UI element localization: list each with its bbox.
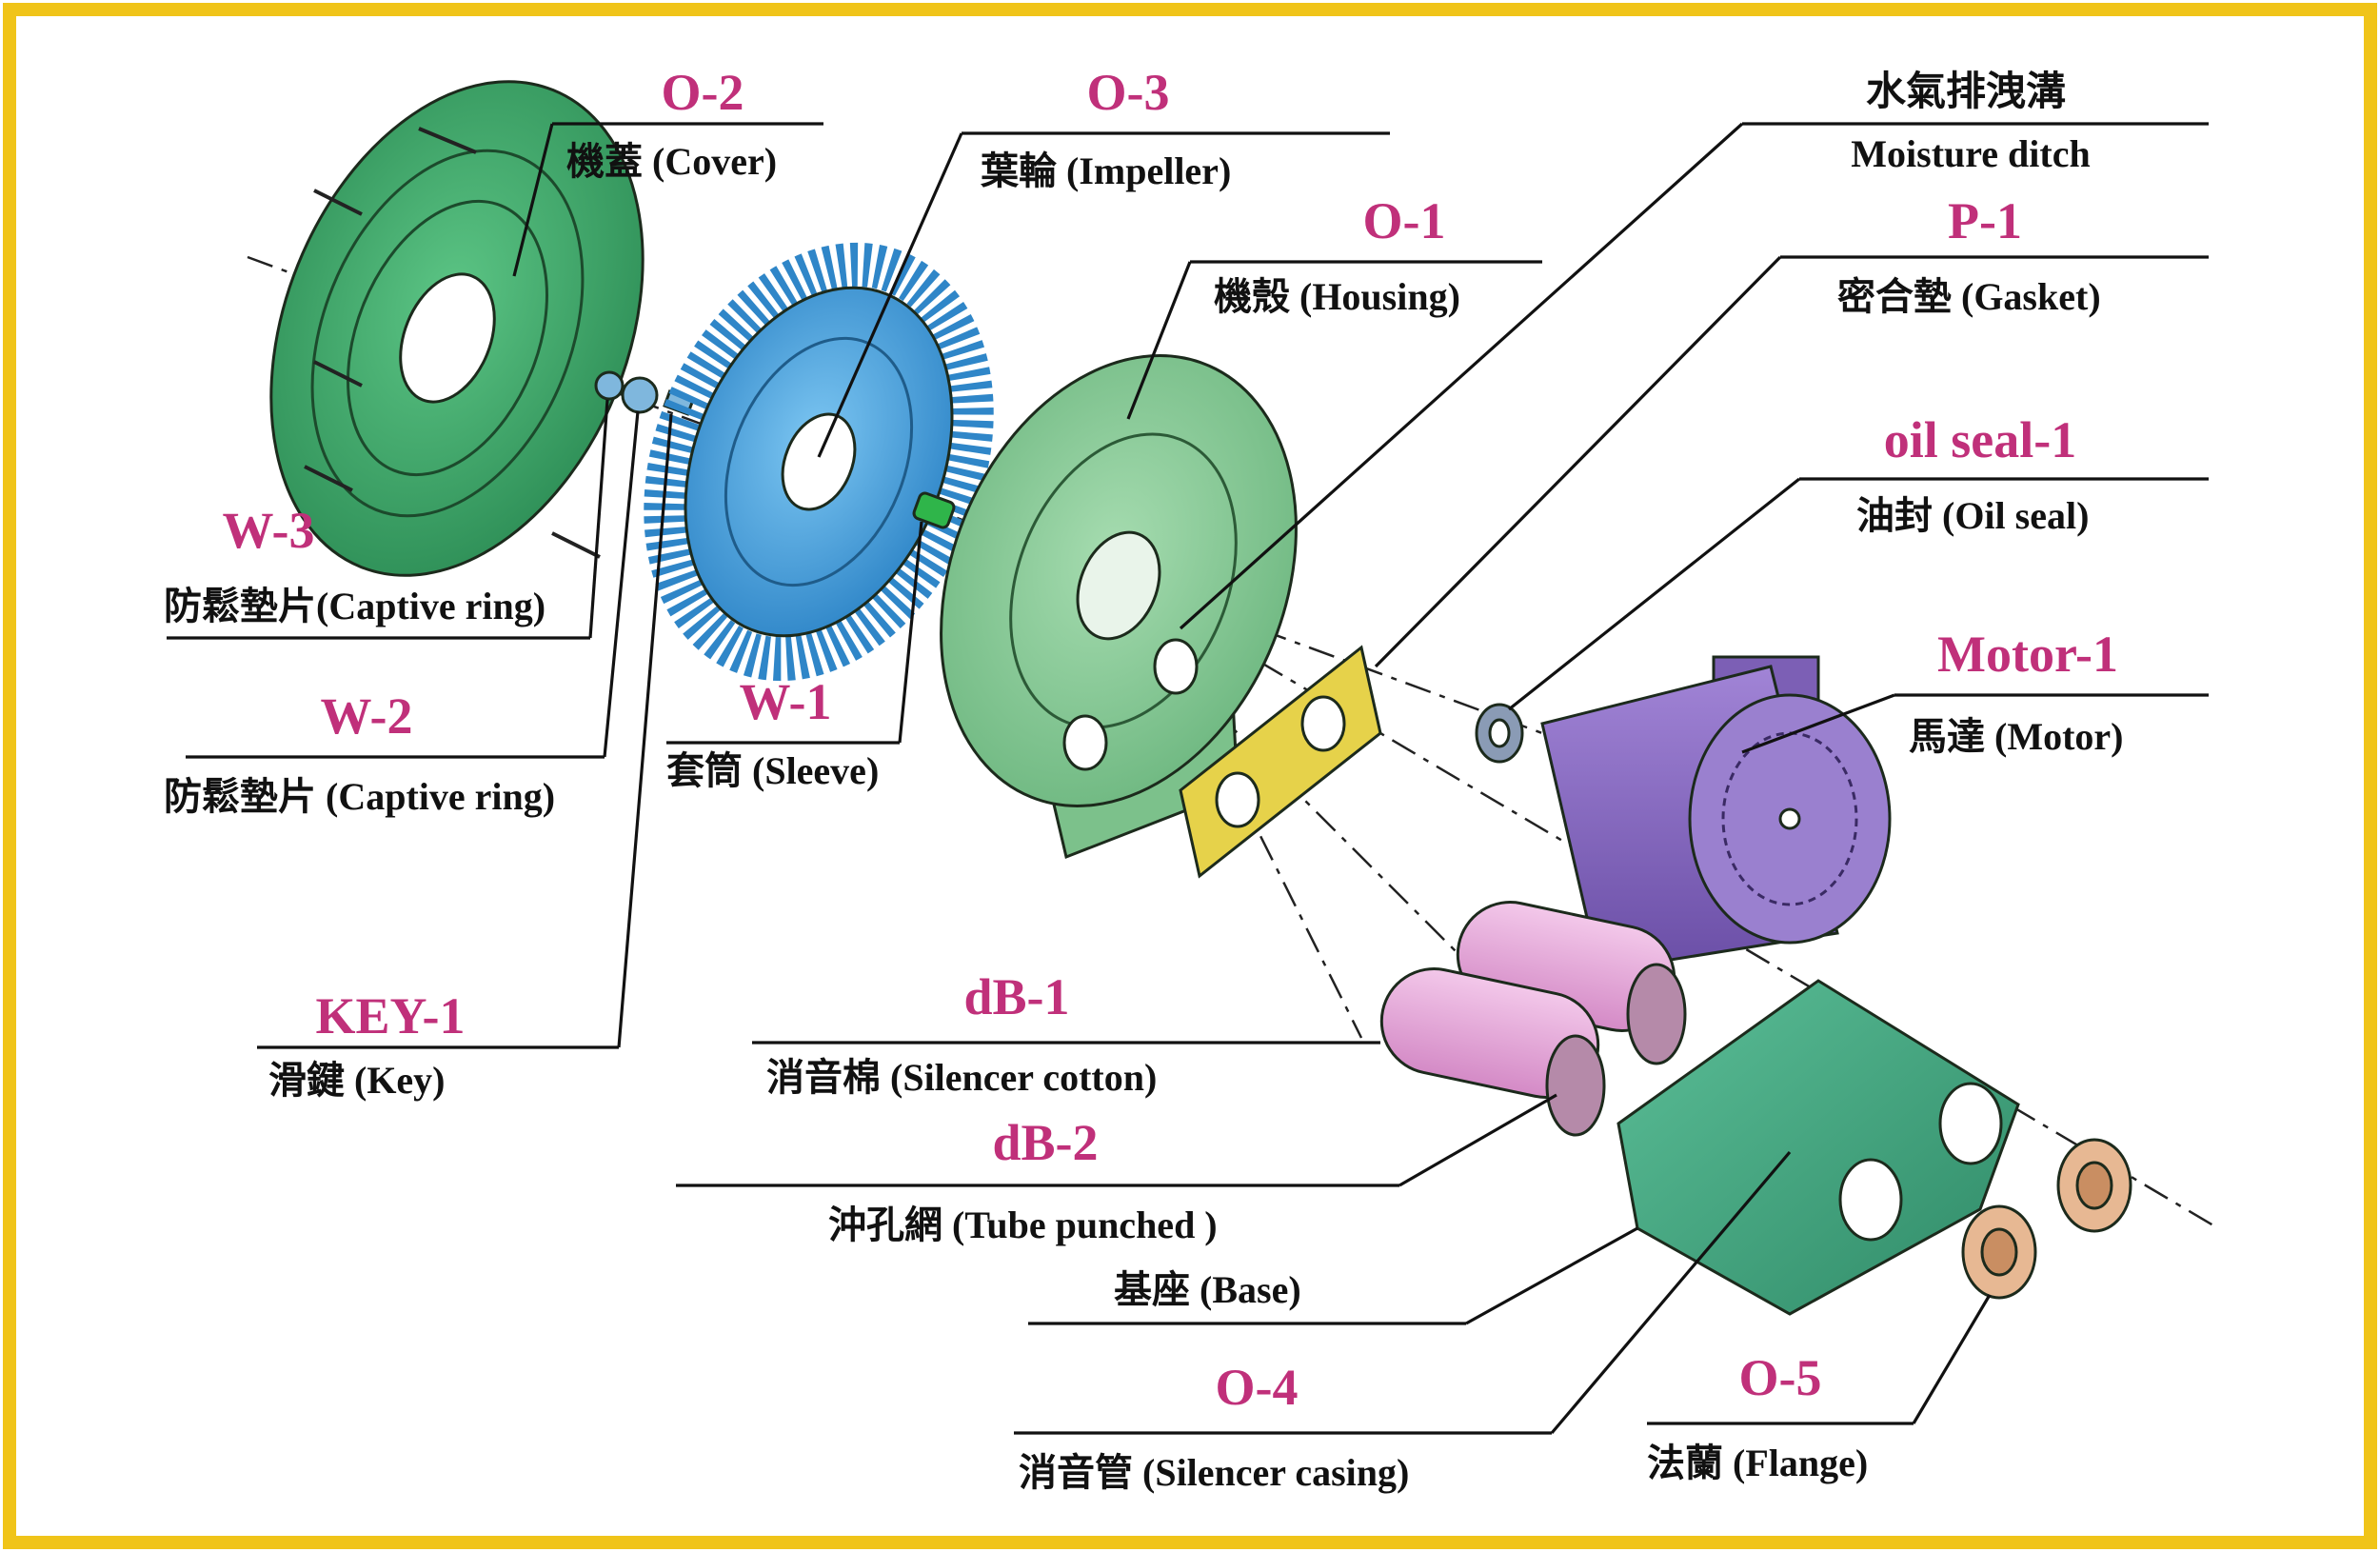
label-o3: O-3 葉輪 (Impeller) — [817, 64, 1390, 458]
label-w3-code: W-3 — [223, 502, 315, 559]
silencer-casing-part — [1616, 979, 2020, 1316]
cover-part — [269, 80, 645, 577]
label-key1: KEY-1 滑鍵 (Key) — [257, 413, 673, 1102]
label-p1-desc: 密合墊 (Gasket) — [1837, 275, 2101, 318]
label-o5: O-5 法蘭 (Flange) — [1647, 1294, 1992, 1484]
label-moisture-ditch-zh: 水氣排洩溝 — [1866, 70, 2066, 114]
label-db1: dB-1 消音棉 (Silencer cotton) — [752, 968, 1380, 1099]
label-oil-seal-code: oil seal-1 — [1884, 411, 2076, 468]
assembly-axis-lower — [1170, 607, 2219, 1230]
cover-bolts — [304, 127, 601, 559]
impeller-part — [644, 242, 994, 682]
label-db2: dB-2 沖孔網 (Tube punched ) — [676, 1093, 1557, 1246]
label-db2-code: dB-2 — [992, 1114, 1098, 1171]
label-o3-desc: 葉輪 (Impeller) — [980, 149, 1231, 192]
flange-parts — [1961, 1138, 2132, 1300]
label-base: 基座 (Base) — [1028, 1226, 1638, 1325]
label-o3-code: O-3 — [1087, 64, 1170, 121]
label-w1-code: W-1 — [740, 673, 832, 730]
label-o1-code: O-1 — [1363, 192, 1446, 249]
label-moisture-ditch-en: Moisture ditch — [1851, 132, 2090, 175]
label-o5-desc: 法蘭 (Flange) — [1647, 1442, 1868, 1484]
captive-ring-w2 — [621, 376, 659, 414]
label-motor-desc: 馬達 (Motor) — [1909, 715, 2123, 758]
label-o2-desc: 機蓋 (Cover) — [566, 140, 777, 183]
label-w2-desc: 防鬆墊片 (Captive ring) — [164, 775, 555, 818]
oil-seal-part — [1475, 703, 1524, 764]
label-w1: W-1 套筒 (Sleeve) — [666, 521, 923, 792]
label-db2-desc: 沖孔網 (Tube punched ) — [828, 1204, 1218, 1246]
label-base-desc: 基座 (Base) — [1114, 1268, 1301, 1311]
label-moisture-ditch: 水氣排洩溝 Moisture ditch — [1179, 70, 2209, 630]
assembly-axis-silencer-2 — [1236, 789, 1363, 1039]
silencer-cotton-tubes — [1379, 901, 1687, 1137]
label-key1-code: KEY-1 — [315, 987, 465, 1045]
label-p1-code: P-1 — [1948, 192, 2022, 249]
label-o5-code: O-5 — [1739, 1349, 1822, 1406]
sleeve-part — [912, 491, 956, 529]
captive-ring-w3 — [594, 370, 625, 401]
label-w1-desc: 套筒 (Sleeve) — [666, 749, 879, 792]
label-o4-code: O-4 — [1216, 1359, 1299, 1416]
gasket-part — [1179, 645, 1382, 879]
housing-part — [940, 354, 1298, 860]
label-db1-desc: 消音棉 (Silencer cotton) — [766, 1056, 1157, 1099]
label-o2-code: O-2 — [662, 64, 744, 121]
label-motor: Motor-1 馬達 (Motor) — [1741, 626, 2209, 758]
label-p1: P-1 密合墊 (Gasket) — [1374, 192, 2209, 668]
label-oil-seal: oil seal-1 油封 (Oil seal) — [1508, 411, 2209, 711]
label-o1-desc: 機殼 (Housing) — [1214, 275, 1460, 318]
label-oil-seal-desc: 油封 (Oil seal) — [1856, 494, 2089, 537]
label-db1-code: dB-1 — [963, 968, 1069, 1025]
label-w2-code: W-2 — [321, 687, 413, 745]
label-o4-desc: 消音管 (Silencer casing) — [1019, 1451, 1409, 1494]
label-w3: W-3 防鬆墊片(Captive ring) — [164, 399, 609, 640]
label-w2: W-2 防鬆墊片 (Captive ring) — [164, 410, 640, 818]
label-o4: O-4 消音管 (Silencer casing) — [1014, 1150, 1792, 1494]
label-o2: O-2 機蓋 (Cover) — [512, 64, 823, 277]
label-w3-desc: 防鬆墊片(Captive ring) — [164, 585, 545, 627]
label-motor-code: Motor-1 — [1937, 626, 2118, 683]
yellow-frame-border — [3, 3, 2377, 1549]
label-o1: O-1 機殼 (Housing) — [1126, 192, 1542, 420]
label-key1-desc: 滑鍵 (Key) — [268, 1059, 446, 1102]
